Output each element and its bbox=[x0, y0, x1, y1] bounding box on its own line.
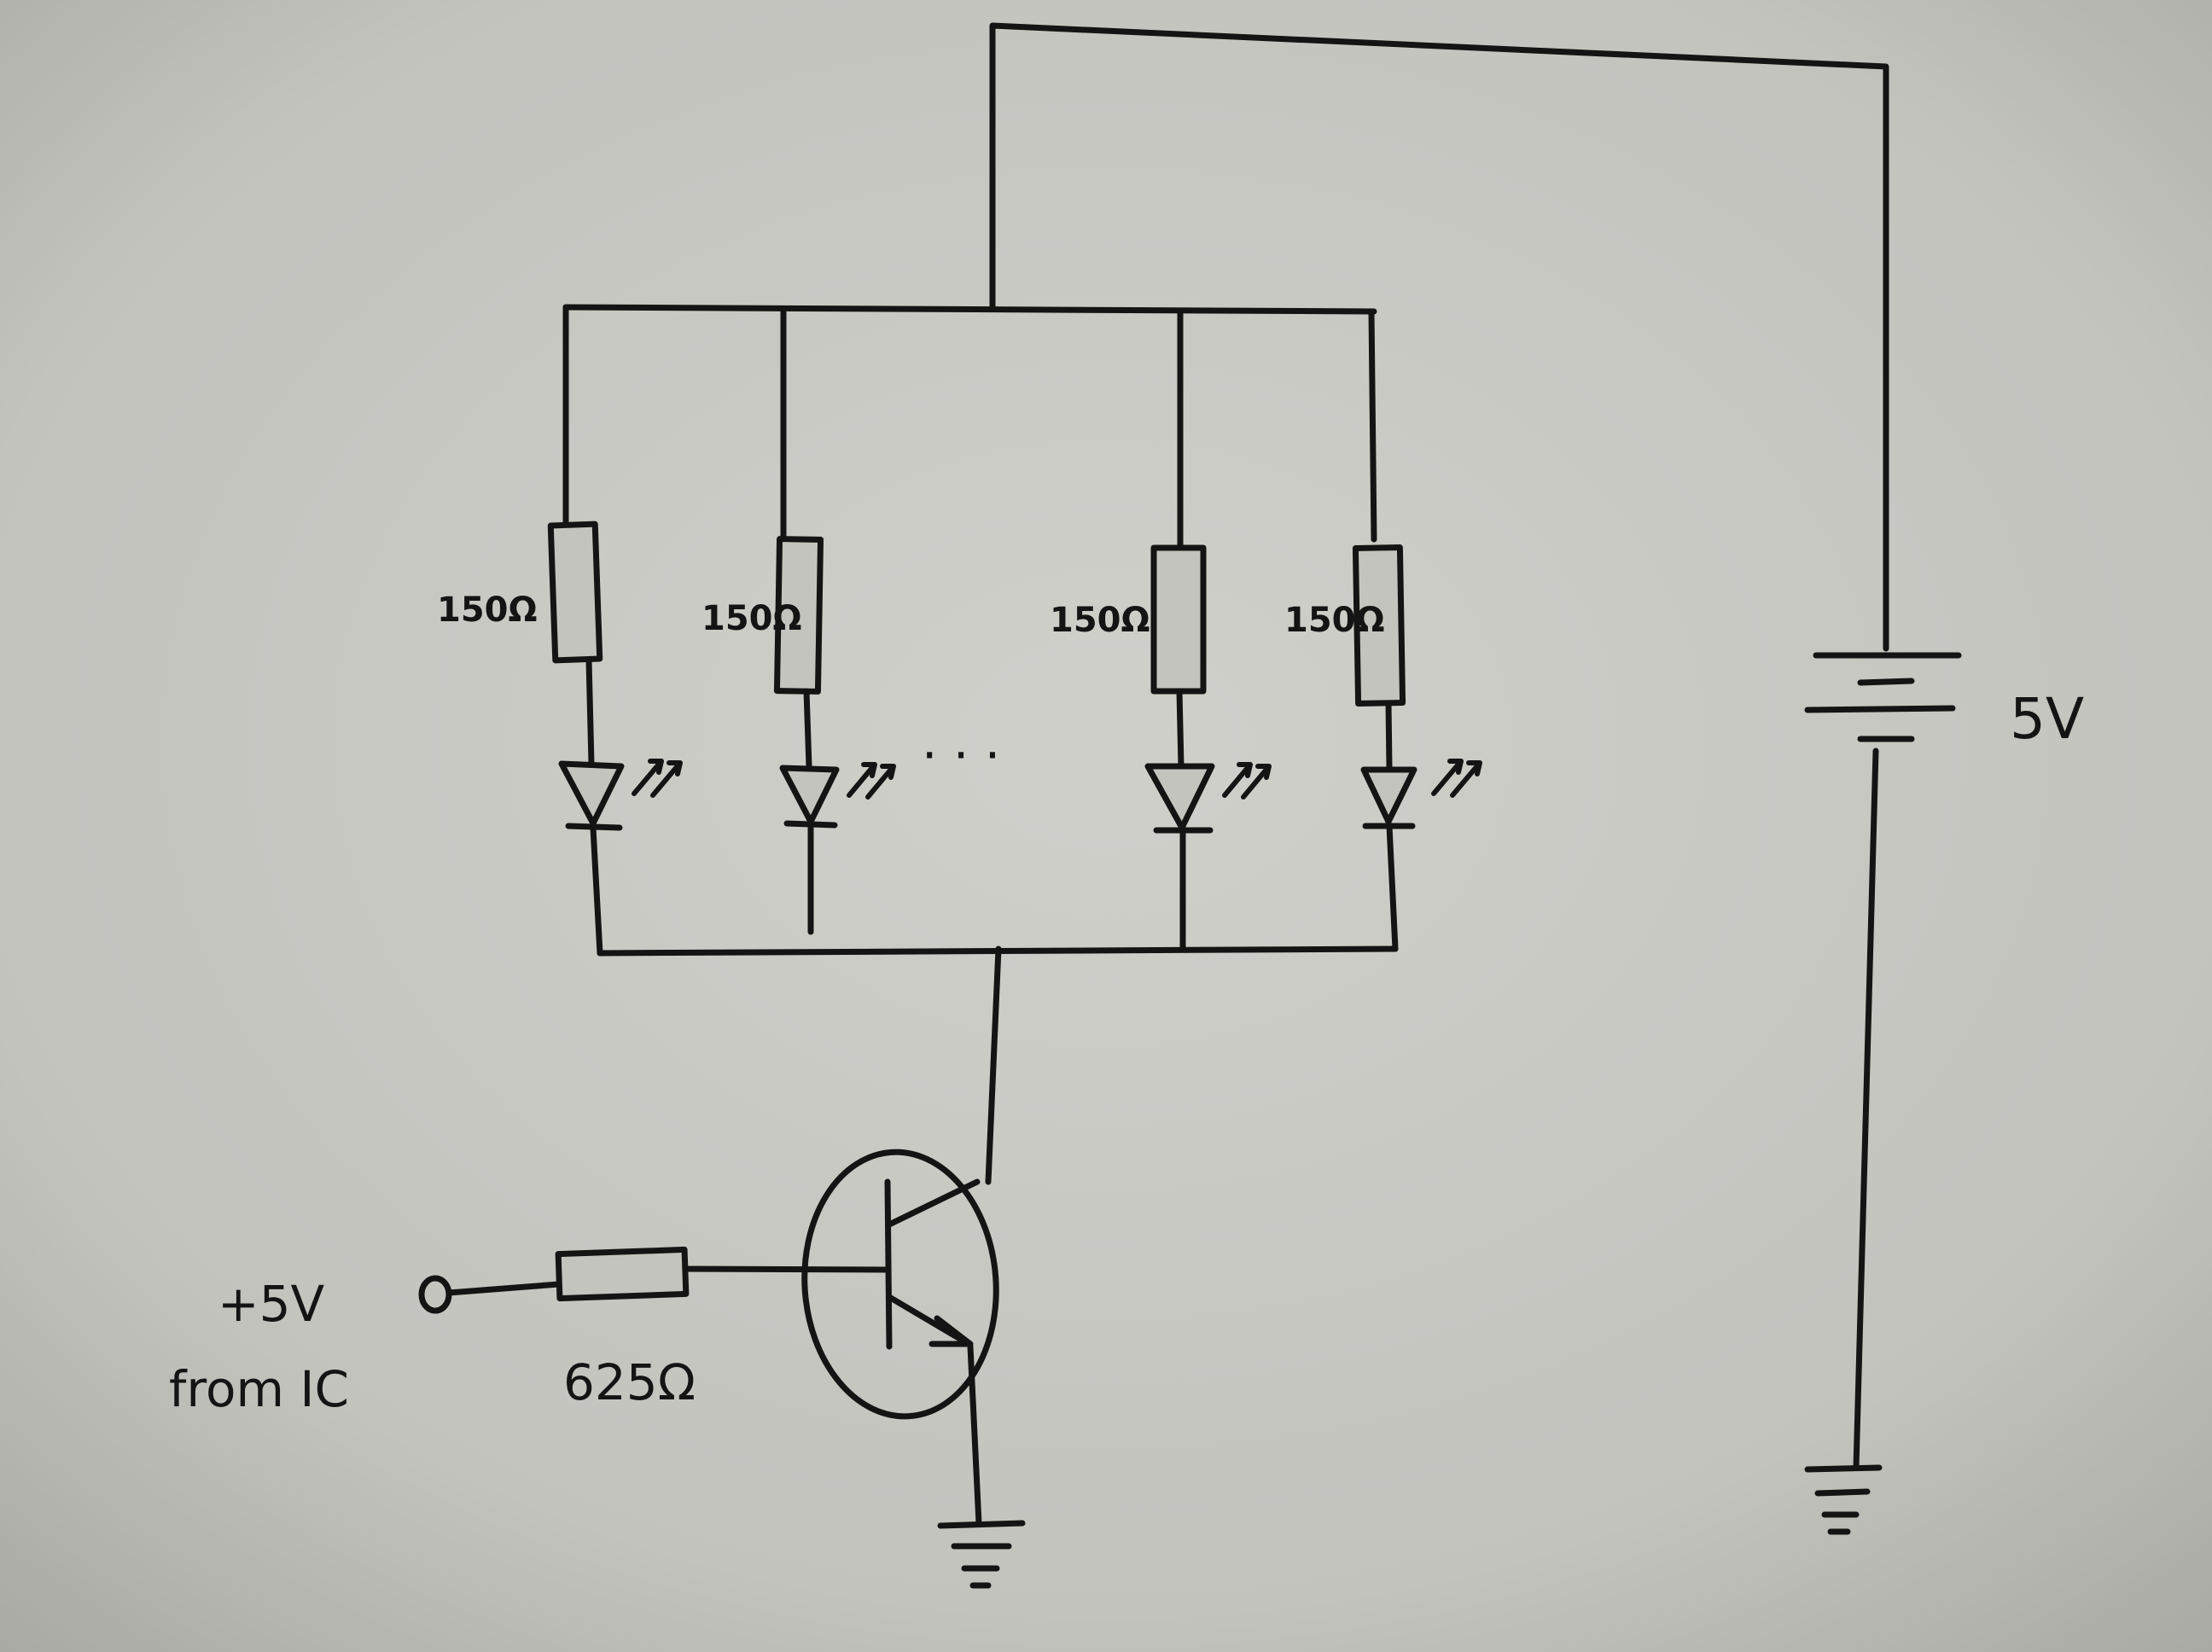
led-branch-3: 150Ω bbox=[1050, 308, 1272, 952]
led-branch-4: 150Ω bbox=[1284, 308, 1482, 952]
led-1 bbox=[558, 760, 625, 827]
battery bbox=[1804, 652, 1962, 1471]
led-branch-1: 150Ω bbox=[437, 304, 683, 957]
ground-right-icon bbox=[1804, 1464, 1883, 1535]
resistor-1-label: 150Ω bbox=[437, 590, 538, 630]
top-bus bbox=[562, 304, 1377, 315]
transistor-body bbox=[801, 1149, 999, 1420]
resistor-1 bbox=[547, 521, 603, 664]
base-resistor bbox=[555, 1246, 690, 1302]
input-terminal bbox=[418, 1275, 562, 1314]
supply-voltage-label: 5V bbox=[2010, 686, 2084, 752]
led-2 bbox=[779, 765, 840, 825]
led-4 bbox=[1360, 766, 1417, 825]
resistor-3 bbox=[1150, 544, 1207, 695]
supply-wire-top bbox=[989, 22, 1889, 652]
ground-left-icon bbox=[937, 1520, 1026, 1589]
light-arrows-icon bbox=[1222, 762, 1272, 800]
emitter-wire bbox=[967, 1343, 982, 1527]
ellipsis: · · · bbox=[922, 726, 1000, 784]
light-arrows-icon bbox=[847, 762, 896, 800]
light-arrows-icon bbox=[1431, 759, 1482, 798]
light-arrows-icon bbox=[632, 759, 683, 798]
led-3 bbox=[1144, 763, 1215, 831]
led-branch-2: 150Ω bbox=[701, 306, 896, 935]
supply-wire-bottom bbox=[1853, 747, 1879, 1471]
resistor-4 bbox=[1352, 544, 1406, 707]
resistor-4-label: 150Ω bbox=[1284, 601, 1385, 640]
resistor-2 bbox=[773, 536, 824, 695]
base-resistor-label: 625Ω bbox=[563, 1353, 696, 1411]
resistor-3-label: 150Ω bbox=[1050, 601, 1150, 640]
collector-wire bbox=[985, 945, 1002, 1185]
npn-transistor bbox=[801, 1149, 999, 1420]
base-wire bbox=[682, 1265, 891, 1273]
resistor-2-label: 150Ω bbox=[701, 599, 802, 638]
input-label-line2: from IC bbox=[169, 1360, 349, 1418]
input-label-line1: +5V bbox=[218, 1275, 324, 1333]
